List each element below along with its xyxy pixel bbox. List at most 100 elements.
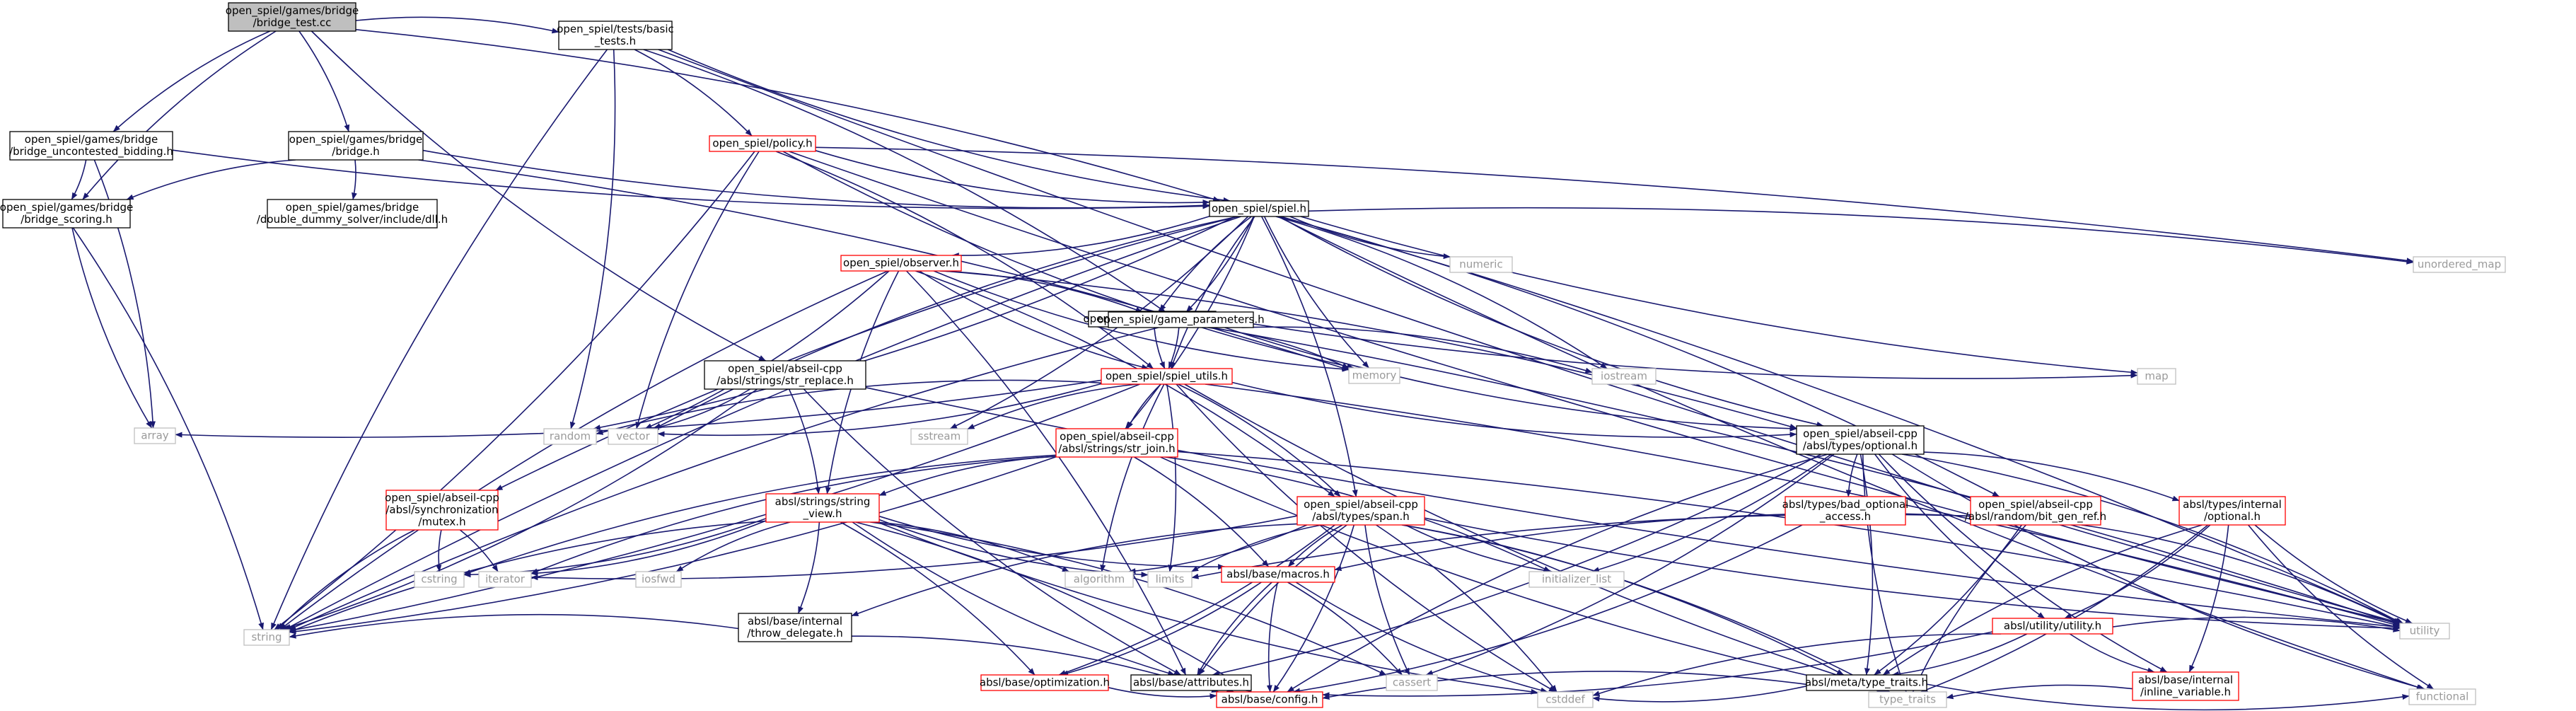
node-box [1216,691,1323,708]
edge-policy-to-memory [782,151,1354,369]
node-type-traits[interactable]: type_traits [1868,691,1947,708]
edge-span-to-config [1272,524,1355,693]
edge-str_join-to-cstring [463,454,1057,575]
node-label: /optional.h [2204,510,2261,523]
node-iostream[interactable]: iostream [1591,368,1657,385]
node-label: open_spiel/spiel_utils.h [1106,370,1228,383]
node-mutex[interactable]: open_spiel/abseil-cpp/absl/synchronizati… [385,490,499,531]
node-box [765,493,880,523]
edge-span-to-macros [1287,524,1343,567]
edge-spiel_utils-to-type_traits [1184,383,1891,693]
edge-macros-to-attributes [1197,582,1272,676]
node-str-replace[interactable]: open_spiel/abseil-cpp/absl/strings/str_r… [704,360,866,390]
node-bridge-test[interactable]: open_spiel/games/bridge/bridge_test.cc [226,2,359,32]
node-config[interactable]: absl/base/config.h [1216,691,1323,708]
node-iosfwd[interactable]: iosfwd [635,571,682,588]
node-numeric[interactable]: numeric [1449,256,1513,273]
node-span[interactable]: open_spiel/abseil-cpp/absl/types/span.h [1296,496,1425,526]
node-inline-variable[interactable]: absl/base/internal/inline_variable.h [2132,671,2239,701]
node-label: map [2145,370,2168,383]
node-box [1796,425,1925,455]
node-macros[interactable]: absl/base/macros.h [1221,566,1335,583]
node-label: absl/base/attributes.h [1133,676,1249,689]
node-random[interactable]: random [543,428,597,445]
node-bridge-uncontested[interactable]: open_spiel/games/bridge/bridge_uncontest… [9,131,173,161]
node-bridge-h[interactable]: open_spiel/games/bridge/bridge.h [288,131,424,161]
edge-spiel_utils-to-vector [657,383,1102,437]
edge-spiel_globals-to-spiel_utils [1154,326,1166,369]
node-policy[interactable]: open_spiel/policy.h [709,135,816,152]
node-label: functional [2416,690,2469,703]
node-iterator[interactable]: iterator [478,571,532,588]
node-functional[interactable]: functional [2408,688,2476,705]
node-str-join[interactable]: open_spiel/abseil-cpp/absl/strings/str_j… [1055,428,1178,458]
edge-spiel_utils-to-cstddef [1176,383,1556,693]
edge-spiel-to-functional [1277,216,2424,690]
node-label: /absl/types/span.h [1312,510,1410,523]
node-initializer-list[interactable]: initializer_list [1528,571,1625,588]
node-game-parameters[interactable]: open_spiel/game_parameters.h [1097,311,1265,328]
node-vector[interactable]: vector [608,428,658,445]
node-label: absl/base/macros.h [1226,568,1330,581]
edge-string_view-to-cassert [870,521,1387,676]
node-string-view[interactable]: absl/strings/string_view.h [765,493,880,523]
node-box [2132,671,2239,701]
edge-basic_tests-to-policy [634,49,753,137]
node-box [2399,623,2450,640]
node-optimization[interactable]: absl/base/optimization.h [980,674,1110,691]
edge-str_replace-to-vector [651,388,751,430]
node-limits[interactable]: limits [1147,571,1193,588]
node-label: iosfwd [642,573,675,586]
node-memory[interactable]: memory [1348,367,1400,384]
node-box [1992,618,2113,635]
edge-string_view-to-optimization [840,521,1035,676]
node-throw-delegate[interactable]: absl/base/internal/throw_delegate.h [738,613,852,642]
node-optional-h[interactable]: open_spiel/abseil-cpp/absl/types/optiona… [1796,425,1925,455]
dependency-edges [71,16,2435,711]
edge-bridge_test-to-bridge_scoring [82,30,277,200]
node-utility-h[interactable]: absl/utility/utility.h [1992,618,2113,635]
node-type-traits-h[interactable]: absl/meta/type_traits.h [1805,674,1928,691]
node-bad-optional[interactable]: absl/types/bad_optional_access.h [1782,496,1909,526]
node-unordered-map[interactable]: unordered_map [2413,256,2506,273]
node-cstddef[interactable]: cstddef [1537,691,1594,708]
edge-str_join-to-macros [1134,456,1270,567]
node-box [1591,368,1657,385]
node-algorithm[interactable]: algorithm [1064,571,1134,588]
node-basic-tests[interactable]: open_spiel/tests/basic_tests.h [557,21,674,50]
node-bit-gen-ref[interactable]: open_spiel/abseil-cpp/absl/random/bit_ge… [1965,496,2106,526]
node-label: open_spiel/spiel.h [1212,202,1306,216]
edge-spiel-to-iostream [1275,216,1608,369]
node-cstring[interactable]: cstring [414,571,465,588]
edge-inline_variable-to-type_traits [1946,684,2133,700]
node-string[interactable]: string [243,629,290,646]
node-label: /bridge_scoring.h [21,213,112,226]
edge-spiel_utils-to-limits [1166,383,1177,572]
node-internal-optional[interactable]: absl/types/internal/optional.h [2178,496,2286,526]
node-spiel[interactable]: open_spiel/spiel.h [1209,200,1309,217]
node-label: absl/base/internal [748,615,842,628]
node-label: sstream [918,430,961,443]
node-spiel-utils[interactable]: open_spiel/spiel_utils.h [1101,368,1233,385]
edge-spiel_utils-to-string [289,383,1140,632]
node-observer[interactable]: open_spiel/observer.h [840,255,962,272]
edge-spiel-to-sstream [949,216,1249,429]
node-bridge-scoring[interactable]: open_spiel/games/bridge/bridge_scoring.h [0,199,133,229]
node-sstream[interactable]: sstream [910,428,968,445]
node-attributes[interactable]: absl/base/attributes.h [1130,674,1252,691]
node-dds[interactable]: open_spiel/games/bridge/double_dummy_sol… [257,199,448,229]
edge-bridge_h-to-spiel [422,149,1210,209]
edge-str_join-to-string [289,456,1057,635]
node-box [1386,674,1438,691]
node-cassert[interactable]: cassert [1386,674,1438,691]
edge-basic_tests-to-game_parameters [643,49,1166,313]
edge-spiel_utils-to-sstream [967,383,1137,430]
node-array[interactable]: array [134,427,176,444]
node-map[interactable]: map [2137,368,2176,385]
edge-optional_h-to-functional [1891,453,2425,690]
node-label: /mutex.h [418,516,465,528]
node-label: array [141,429,168,442]
node-box [228,2,356,32]
node-utility[interactable]: utility [2399,623,2450,640]
edge-bridge_uncontested-to-spiel [172,149,1210,209]
